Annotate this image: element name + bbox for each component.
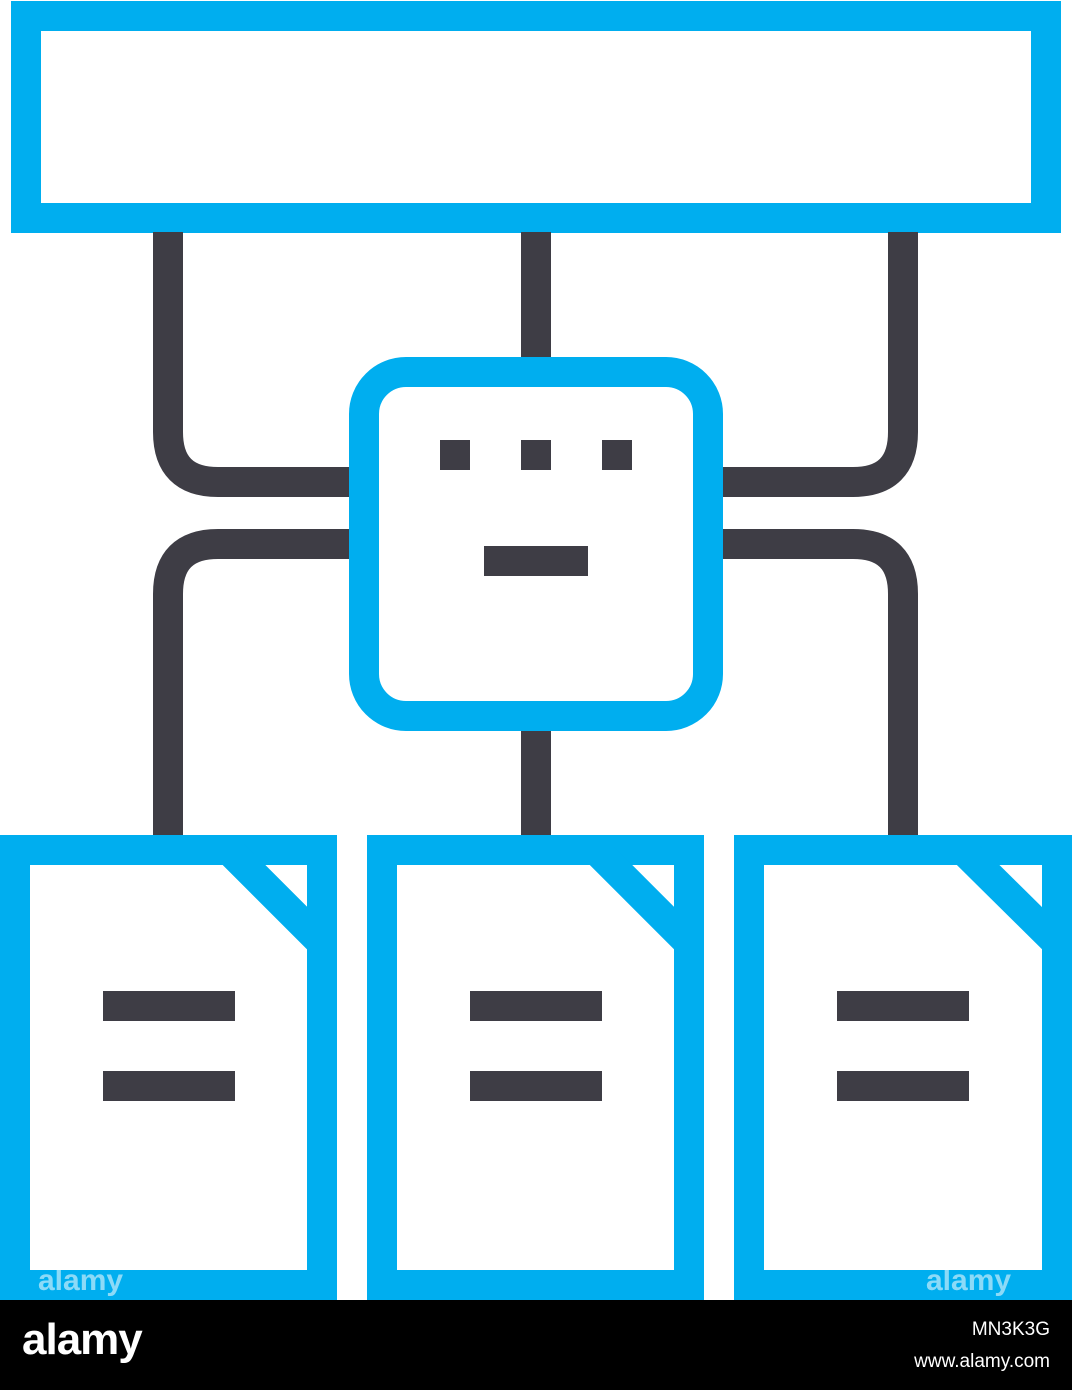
document-icon xyxy=(734,835,1072,1300)
stock-footer-bar: alamy MN3K3G www.alamy.com xyxy=(0,1300,1072,1390)
connector-bottom-right xyxy=(708,529,918,852)
document-icon xyxy=(0,835,337,1300)
site-url-link[interactable]: www.alamy.com xyxy=(914,1351,1050,1372)
hub-dash xyxy=(484,546,588,576)
image-id-label: MN3K3G xyxy=(971,1319,1050,1340)
hub-dot xyxy=(440,440,470,470)
alamy-logo[interactable]: alamy xyxy=(22,1315,143,1364)
document-icon xyxy=(367,835,704,1300)
hierarchy-diagram-icon xyxy=(0,1,1072,1300)
connector-top-right xyxy=(708,232,918,497)
hub-dot xyxy=(602,440,632,470)
connector-bottom-left xyxy=(153,529,364,852)
connector-top-left xyxy=(153,232,364,497)
central-processor-node xyxy=(349,357,723,731)
hub-dot xyxy=(521,440,551,470)
top-bar-box xyxy=(11,1,1061,233)
